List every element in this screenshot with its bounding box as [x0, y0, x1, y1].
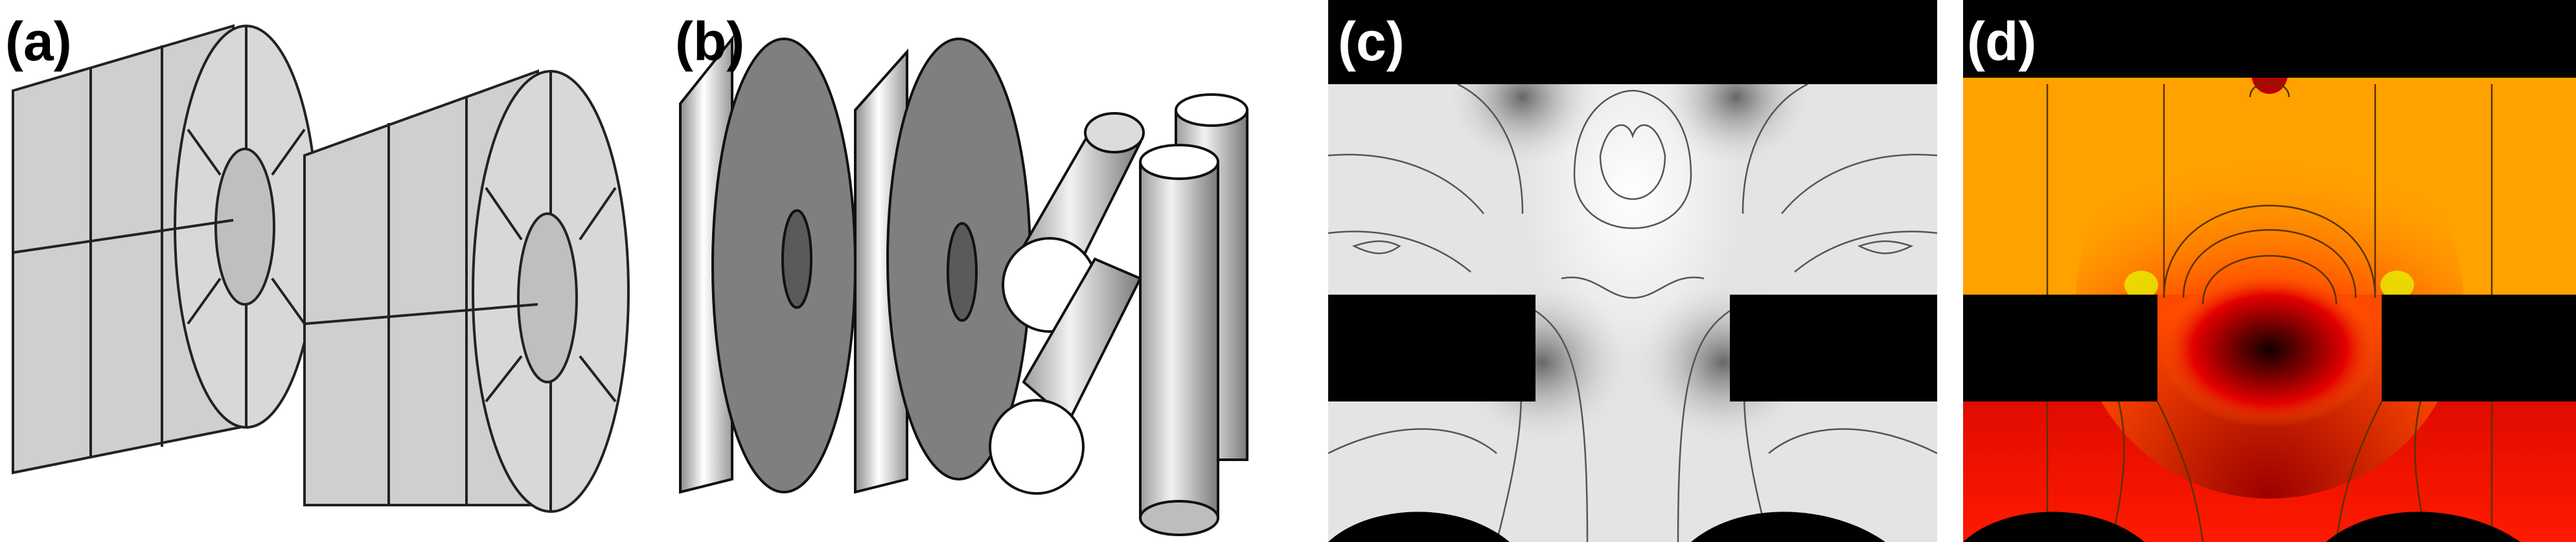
shaded-geometry-figure: [679, 35, 1248, 536]
shaded-coil-left: [679, 35, 857, 494]
grayscale-field-map: [1328, 0, 1937, 542]
panel-b: (b): [648, 0, 1296, 542]
contour-lines: [1328, 83, 1937, 542]
conductor-regions-d: [1963, 0, 2576, 542]
panel-c: (c): [1328, 0, 1937, 542]
panel-label-d: (d): [1967, 11, 2037, 72]
conductor-regions: [1328, 0, 1937, 542]
upright-cylinder-front: [1139, 144, 1219, 536]
panel-label-c: (c): [1338, 11, 1405, 72]
meshed-coil-right: [303, 69, 630, 513]
meshed-coil-left: [12, 24, 319, 475]
panel-label-b: (b): [675, 11, 745, 72]
panel-label-a: (a): [5, 11, 72, 72]
thermal-field-map: [1963, 0, 2576, 542]
panel-d: (d): [1963, 0, 2576, 542]
shaded-coil-right: [854, 38, 1031, 494]
panel-a: (a): [0, 0, 648, 542]
meshed-coils-figure: [12, 24, 630, 513]
cylinder-lower: [989, 257, 1142, 495]
